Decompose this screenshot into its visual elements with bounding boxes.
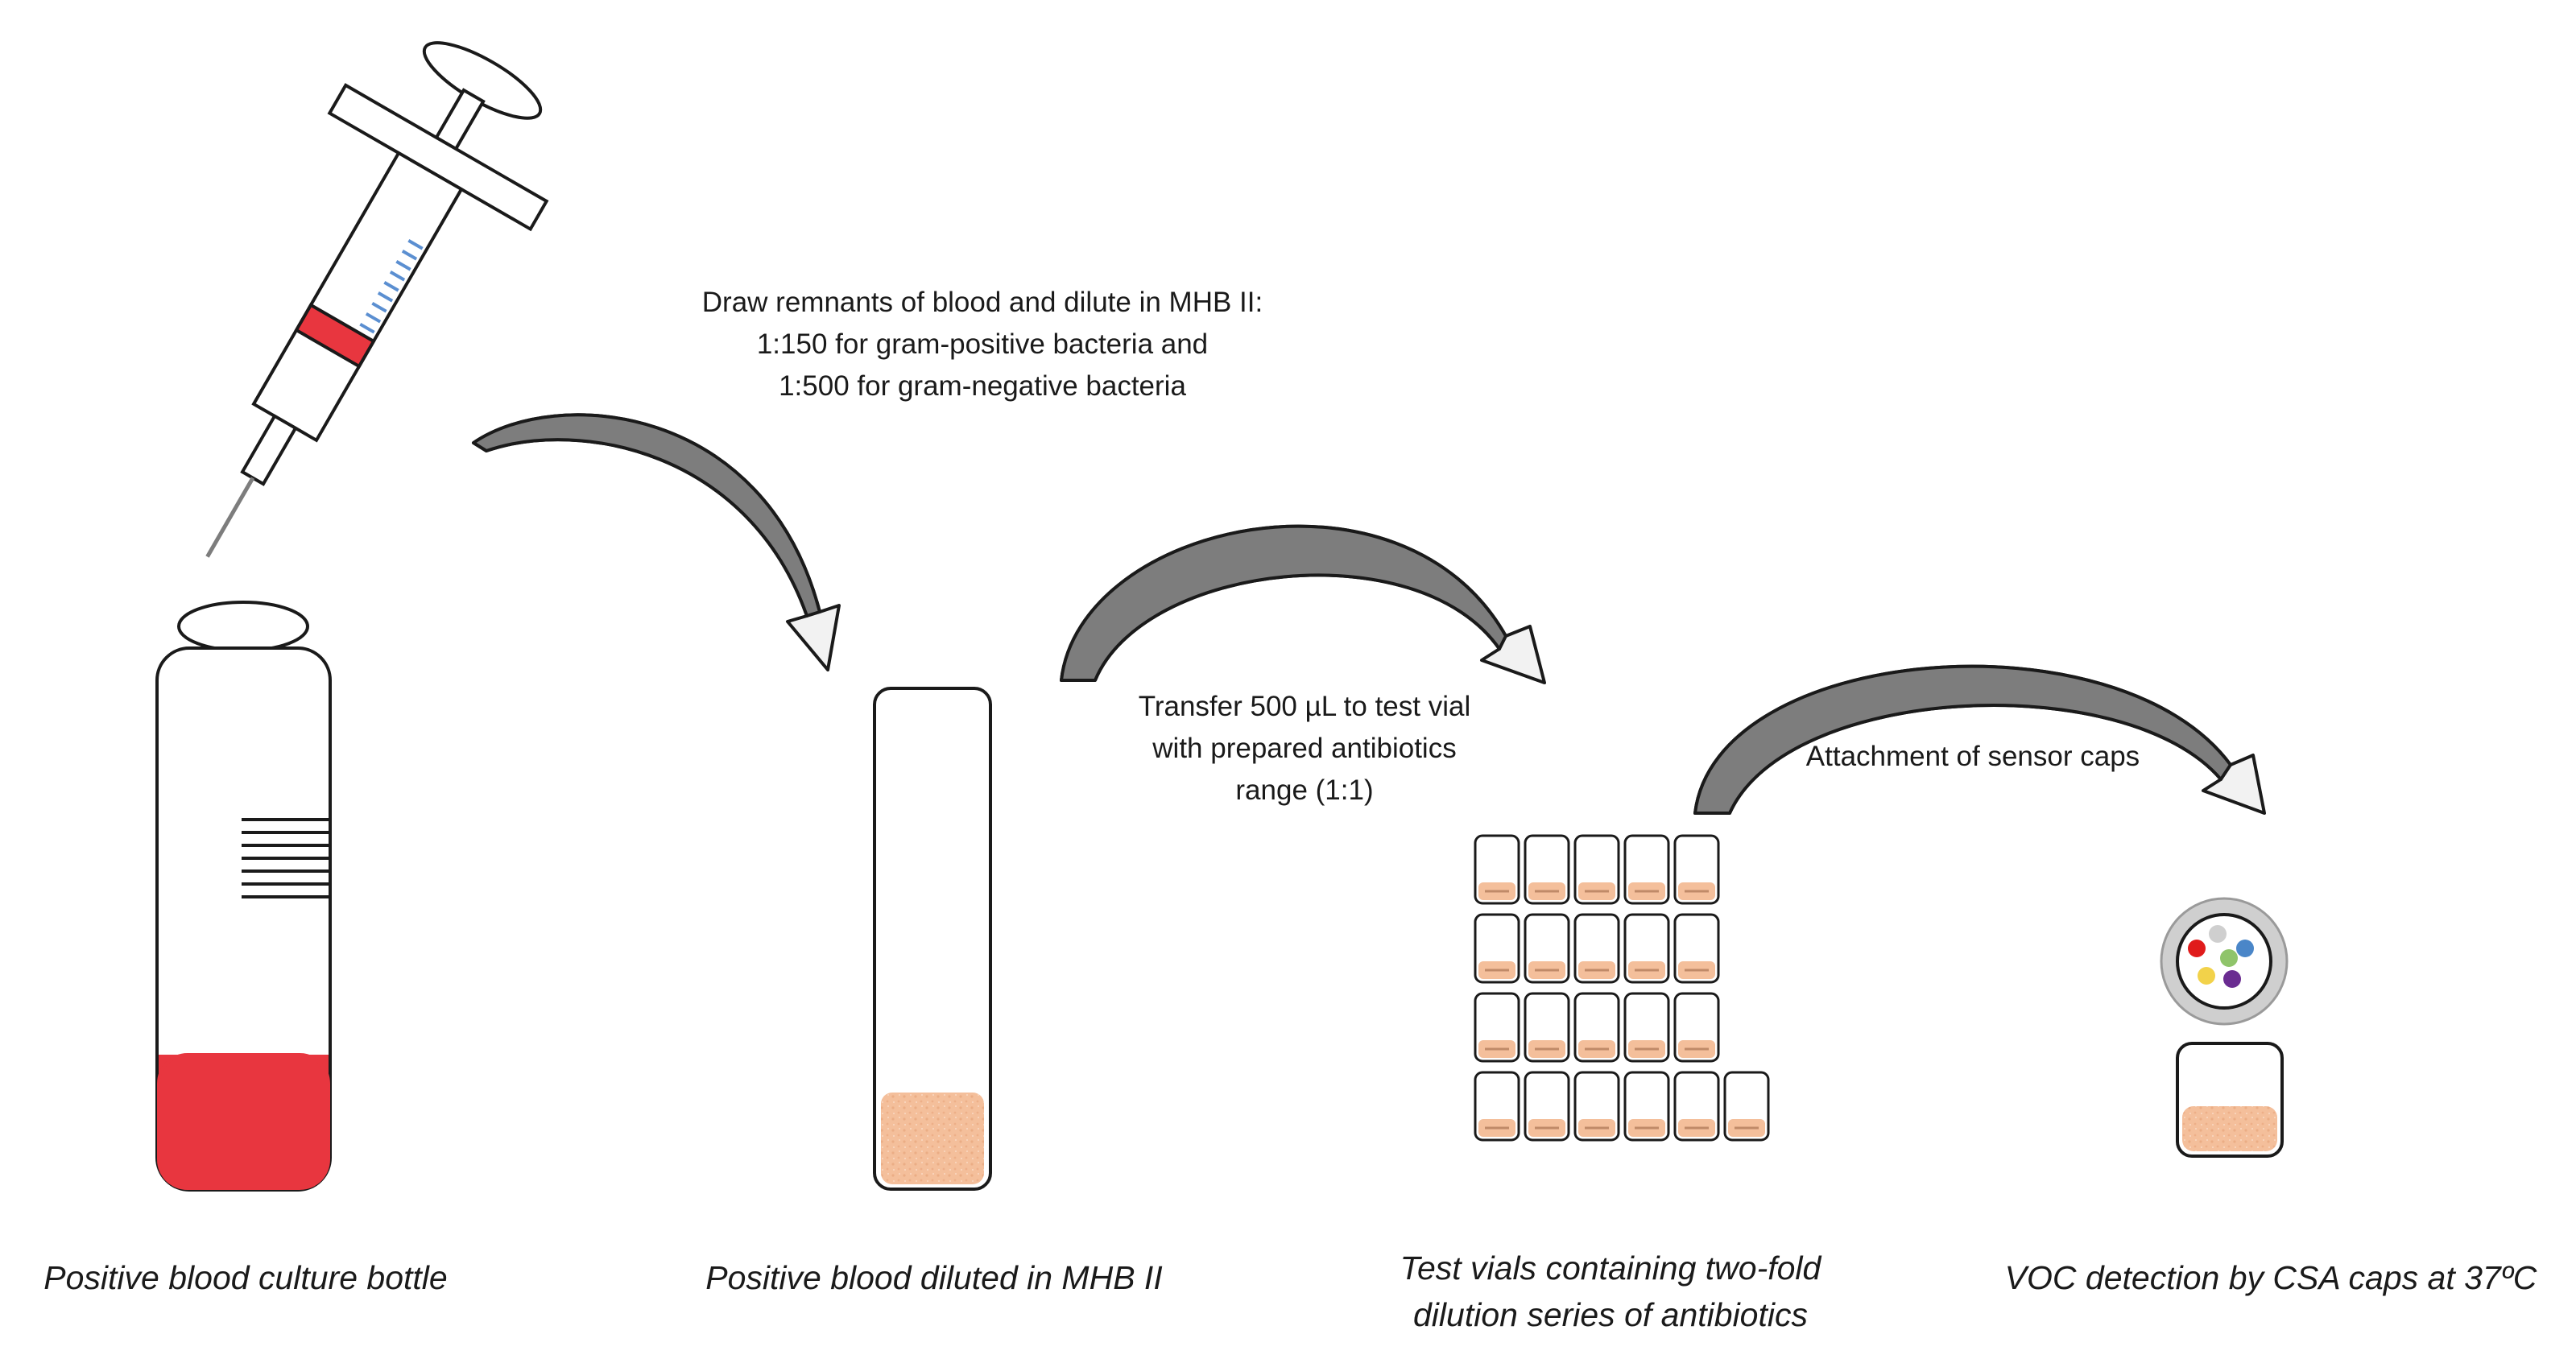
test-vial-grid xyxy=(1474,834,1770,1142)
draw-remnants-note: Draw remnants of blood and dilute in MHB… xyxy=(612,282,1353,407)
test-vial xyxy=(1673,913,1720,984)
caption-voc-detection: VOC detection by CSA caps at 37ºC xyxy=(2004,1259,2537,1296)
sensor-dot xyxy=(2198,967,2215,985)
caption-diluted-blood: Positive blood diluted in MHB II xyxy=(705,1259,1163,1296)
test-vial xyxy=(1474,1071,1520,1142)
diluted-tube-icon xyxy=(873,687,992,1191)
test-vial xyxy=(1623,1071,1670,1142)
transfer-note-line-1: Transfer 500 µL to test vial xyxy=(1138,691,1471,722)
blood-culture-bottle-icon xyxy=(155,601,332,1192)
barcode xyxy=(242,818,329,898)
caption-blood-culture-bottle: Positive blood culture bottle xyxy=(43,1259,448,1296)
test-vial xyxy=(1524,834,1570,905)
test-vial xyxy=(1474,834,1520,905)
blood-sample xyxy=(159,1055,329,1188)
sensor-dot-array xyxy=(2188,925,2254,988)
test-vial xyxy=(1723,1071,1770,1142)
test-vial xyxy=(1524,992,1570,1063)
transfer-note-line-3: range (1:1) xyxy=(1235,775,1374,806)
curved-arrow-3-icon xyxy=(1693,664,2266,815)
syringe-icon xyxy=(205,41,549,558)
test-vial xyxy=(1524,1071,1570,1142)
curved-arrow-1-icon xyxy=(472,413,841,671)
test-vial xyxy=(1673,992,1720,1063)
test-vial xyxy=(1524,913,1570,984)
draw-note-line-3: 1:500 for gram-negative bacteria xyxy=(779,370,1186,402)
test-vial xyxy=(1573,913,1620,984)
sensor-dot xyxy=(2209,925,2227,943)
test-vial xyxy=(1623,992,1670,1063)
attachment-note: Attachment of sensor caps xyxy=(1772,736,2174,778)
curved-arrow-2-icon xyxy=(1060,524,1546,684)
syringe-scale xyxy=(359,239,424,334)
attach-note-line-1: Attachment of sensor caps xyxy=(1805,741,2140,772)
test-vial xyxy=(1623,834,1670,905)
sensor-dot xyxy=(2220,949,2238,967)
test-vial xyxy=(1573,1071,1620,1142)
transfer-note-line-2: with prepared antibiotics xyxy=(1152,733,1457,764)
draw-note-line-1: Draw remnants of blood and dilute in MHB… xyxy=(701,287,1263,318)
test-vial xyxy=(1573,992,1620,1063)
sensor-dot xyxy=(2223,970,2241,988)
test-vial xyxy=(1673,1071,1720,1142)
test-vial xyxy=(1623,913,1670,984)
test-vial xyxy=(1573,834,1620,905)
blood-plunger xyxy=(294,303,376,369)
capped-test-vial-icon xyxy=(2176,1042,2284,1158)
sensor-dot xyxy=(2236,940,2254,957)
draw-note-line-2: 1:150 for gram-positive bacteria and xyxy=(756,328,1209,360)
sensor-dot xyxy=(2188,940,2206,957)
test-vial xyxy=(1673,834,1720,905)
transfer-note: Transfer 500 µL to test vial with prepar… xyxy=(1095,686,1514,812)
test-vial xyxy=(1474,992,1520,1063)
test-vial xyxy=(1474,913,1520,984)
csa-sensor-cap-icon xyxy=(2160,897,2289,1026)
caption-test-vials: Test vials containing two-fold dilution … xyxy=(1400,1250,1821,1333)
